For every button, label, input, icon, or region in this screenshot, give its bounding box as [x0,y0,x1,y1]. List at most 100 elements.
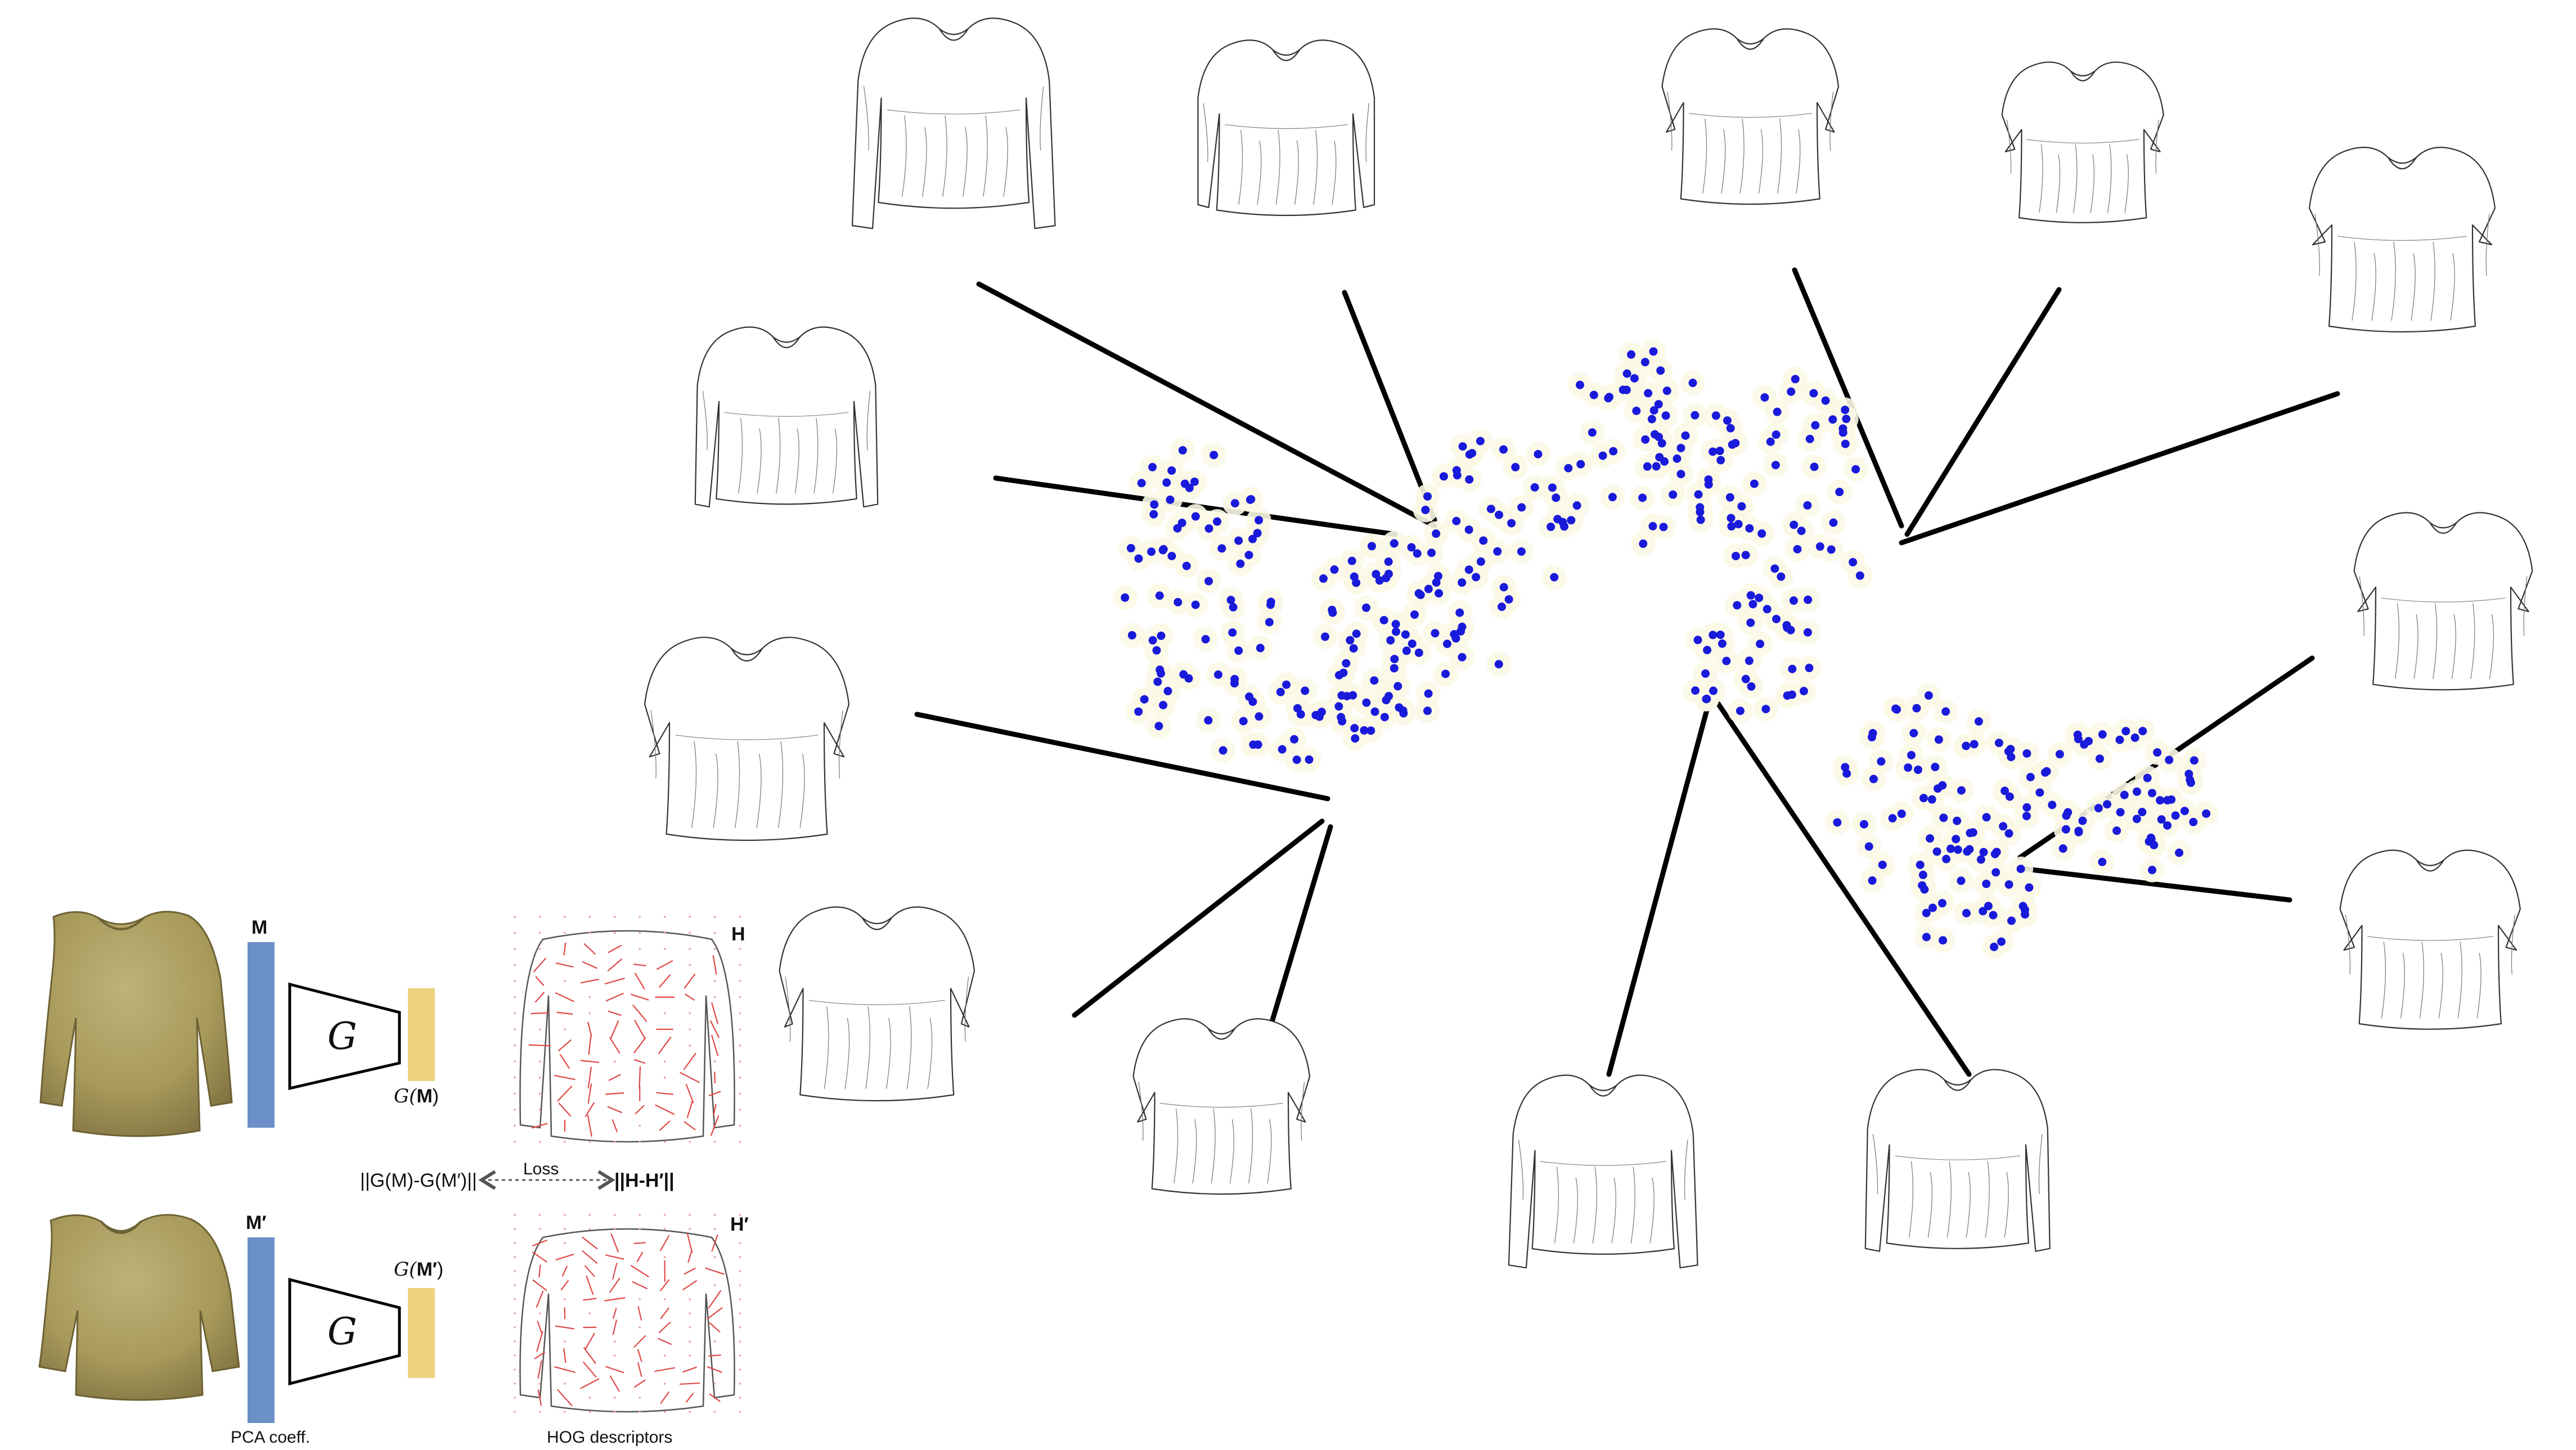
scatter-point [1745,524,1754,533]
scatter-point [1452,466,1461,475]
scatter-point [1575,380,1584,389]
scatter-point [1609,447,1618,456]
scatter-point [1410,610,1419,619]
scatter-point [2132,814,2141,823]
scatter-point [1804,595,1813,604]
scatter-point [1939,813,1948,822]
leader-line [1269,824,1333,1026]
scatter-point [1185,483,1194,492]
scatter-point [1149,510,1158,519]
scatter-point [1476,436,1485,445]
scatter-point [1709,447,1718,456]
scatter-point [1805,434,1814,443]
scatter-point [1878,861,1887,870]
scatter-point [1402,646,1411,655]
scatter-point [1182,561,1191,570]
scatter-point [1891,704,1900,713]
leader-lines [914,267,2340,1077]
scatter-point [2153,748,2162,757]
scatter-point [1723,416,1732,425]
garment-render-top [39,911,233,1137]
scatter-point [1709,686,1718,695]
scatter-point [1799,687,1808,696]
scatter-point [2004,880,2013,889]
scatter-point [1494,660,1503,669]
scatter-point [1550,573,1559,582]
scatter-point [1427,548,1436,557]
scatter-point [1922,908,1931,917]
scatter-point [1841,439,1850,448]
scatter-point [1909,728,1918,737]
scatter-point [1391,627,1400,636]
output-label-bottom: G(M′) [394,1258,443,1281]
scatter-point [1649,347,1658,356]
scatter-point [1868,876,1877,885]
scatter-point [1441,669,1450,678]
scatter-point [1547,523,1556,532]
scatter-point [1423,492,1432,501]
scatter-point [1361,604,1370,613]
scatter-point [2025,883,2034,892]
scatter-point [1639,539,1648,548]
scatter-point [1517,503,1526,512]
scatter-point [1213,670,1222,679]
scatter-point [1962,741,1971,750]
scatter-point [2143,773,2152,782]
scatter-point [1726,424,1735,433]
scatter-point [2103,800,2112,809]
scatter-point [1696,507,1705,516]
scatter-point [1408,639,1417,648]
scatter-point [2005,792,2014,801]
scatter-point [1346,636,1355,645]
scatter-point [1766,437,1775,446]
scatter-point [1704,475,1713,484]
scatter-point [1401,630,1410,639]
scatter-point [1150,500,1159,509]
scatter-point [1787,387,1796,396]
leader-line [2022,866,2292,903]
scatter-point [2147,789,2156,798]
scatter-point [2007,916,2016,925]
scatter-point [1763,605,1772,614]
scatter-point [1855,571,1864,580]
scatter-point [1727,514,1736,523]
scatter-point [1737,502,1746,511]
scatter-point [1370,707,1379,716]
garment-sketch [2308,146,2496,333]
scatter-point [1572,501,1581,510]
scatter-point [1809,389,1818,398]
scatter-point [1498,602,1507,611]
scatter-point [1669,490,1678,499]
scatter-point [1688,379,1697,388]
garment-sketches [644,17,2533,1269]
scatter-point [1458,652,1467,661]
scatter-point [1517,547,1526,556]
garment-sketch [2339,849,2521,1030]
scatter-point [1553,515,1562,524]
scatter-point [2138,727,2147,736]
scatter-point [1770,564,1779,573]
scatter-point [1431,629,1440,638]
scatter-point [1676,470,1685,479]
garment-render-bottom [38,1214,240,1401]
scatter-point [1455,608,1464,617]
scatter-point [1693,636,1702,645]
scatter-point [1349,644,1358,653]
leader-line [1072,818,1325,1018]
scatter-point [1432,578,1441,587]
scatter-point [1476,557,1485,566]
leader-line [976,281,1437,529]
scatter-point [1647,415,1656,424]
scatter-point [1414,649,1423,658]
scatter-point [1716,456,1725,465]
scatter-point [1439,472,1448,481]
latent-space-scatter [1121,347,2211,952]
scatter-point [2163,821,2172,830]
scatter-point [1504,595,1513,604]
scatter-point [1154,722,1163,731]
loss-label: Loss [523,1160,559,1178]
scatter-point [1465,475,1474,484]
scatter-point [1828,415,1837,424]
scatter-point [1564,463,1573,472]
